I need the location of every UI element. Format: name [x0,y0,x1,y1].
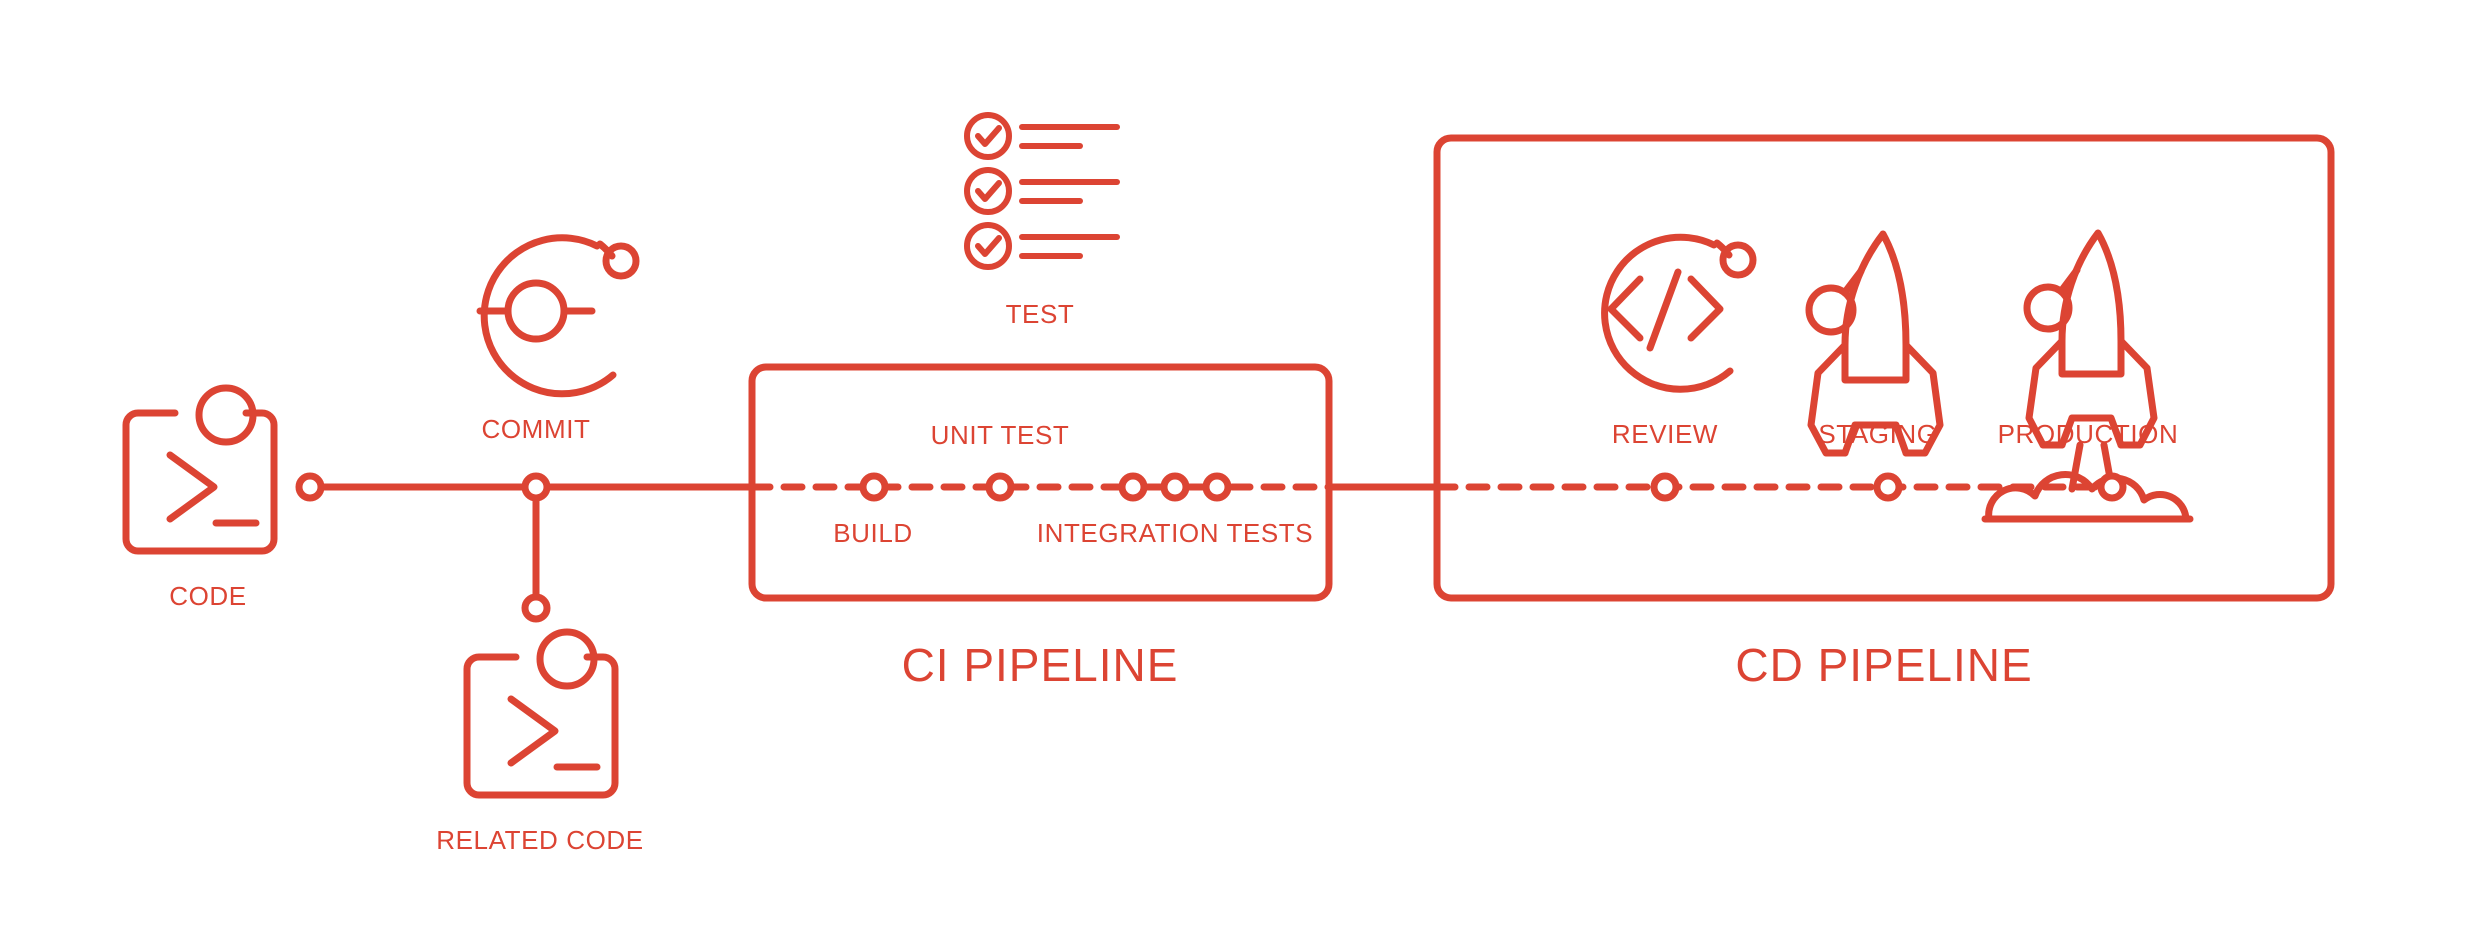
integration-test-node-3[interactable] [1202,472,1232,502]
test-label: TEST [1006,299,1075,329]
staging-icon-group: STAGING [1805,230,1944,457]
cd-pipeline-box [1433,134,2335,602]
related-code-icon-group: RELATED CODE [436,628,644,855]
staging-node[interactable] [1873,472,1903,502]
ci-nodes [859,472,1232,502]
review-node[interactable] [1650,472,1680,502]
commit-branch [521,472,551,623]
rocket-icon [1805,230,1944,457]
commit-icon-group: COMMIT [476,234,640,444]
production-label: PRODUCTION [1998,419,2179,449]
test-icon-group: TEST [964,112,1120,329]
ci-pipeline-box [748,363,1333,602]
unit-test-label: UNIT TEST [931,420,1070,450]
build-node[interactable] [859,472,889,502]
cd-nodes [1650,472,2127,502]
terminal-code-icon [122,384,278,555]
timeline-start-node[interactable] [295,472,325,502]
related-code-label: RELATED CODE [436,825,644,855]
integration-tests-label: INTEGRATION TESTS [1037,518,1313,548]
terminal-code-icon [463,628,619,799]
production-icon-group: PRODUCTION [1981,229,2194,523]
integration-test-node-2[interactable] [1160,472,1190,502]
review-label: REVIEW [1612,419,1718,449]
commit-orbit-icon [476,234,640,398]
checklist-icon [964,112,1120,270]
review-icon-group: REVIEW [1601,233,1757,449]
commit-label: COMMIT [481,414,590,444]
related-code-node[interactable] [521,593,551,623]
commit-timeline-node[interactable] [521,472,551,502]
production-node[interactable] [2097,472,2127,502]
rocket-launch-icon [1981,229,2194,523]
cd-pipeline-title: CD PIPELINE [1735,639,2032,691]
ci-pipeline-title: CI PIPELINE [902,639,1179,691]
staging-label: STAGING [1818,419,1937,449]
code-label: CODE [169,581,247,611]
code-icon-group: CODE [122,384,278,611]
unit-test-node[interactable] [985,472,1015,502]
integration-test-node-1[interactable] [1118,472,1148,502]
code-brackets-circle-icon [1601,233,1757,393]
build-label: BUILD [833,518,913,548]
